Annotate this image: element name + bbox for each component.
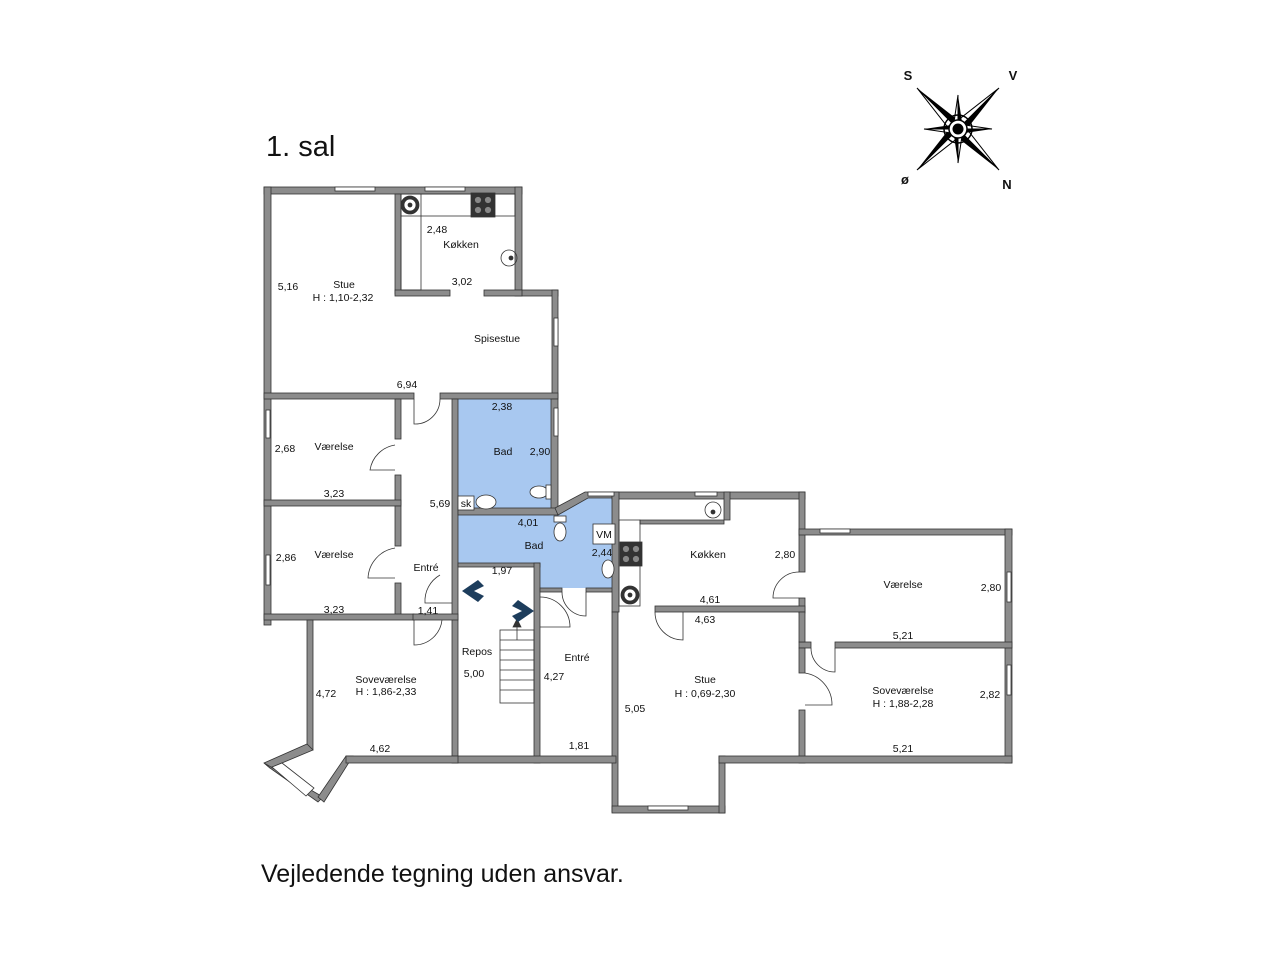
room-dimension: 5,05 xyxy=(625,703,646,715)
room-name: Værelse xyxy=(883,579,922,591)
room-dimension: 1,81 xyxy=(569,740,590,752)
room-dimension: 5,21 xyxy=(893,743,914,755)
sink-icon xyxy=(704,501,722,519)
room-name: Repos xyxy=(462,646,492,658)
room-height: H : 1,88-2,28 xyxy=(873,698,934,710)
room-dimension: 4,62 xyxy=(370,743,391,755)
chevron-right-icon xyxy=(512,600,534,622)
room-dimension: 2,44 xyxy=(592,547,613,559)
compass-label-top-right: V xyxy=(1009,68,1018,83)
fixtures xyxy=(400,192,722,607)
sink-icon xyxy=(500,249,518,267)
floor-title: 1. sal xyxy=(266,131,336,163)
entrance-arrows xyxy=(462,580,534,622)
room-name: Bad xyxy=(525,540,544,552)
room-height: H : 1,86-2,33 xyxy=(356,686,417,698)
room-dimension: 5,21 xyxy=(893,630,914,642)
room-name: Soveværelse xyxy=(872,685,933,697)
room-dimension: 1,97 xyxy=(492,565,513,577)
fan-icon xyxy=(620,585,640,605)
room-dimension: 2,82 xyxy=(980,689,1001,701)
room-name: Værelse xyxy=(314,441,353,453)
room-dimension: 4,61 xyxy=(700,594,721,606)
toilet-icon xyxy=(529,485,549,499)
room-dimension: 4,63 xyxy=(695,614,716,626)
washing-machine-box xyxy=(592,523,616,545)
room-dimension: 3,23 xyxy=(324,488,345,500)
shower-label: sk xyxy=(461,498,472,510)
compass-rose: S V ø N xyxy=(901,68,1018,192)
room-dimension: 1,41 xyxy=(418,605,439,617)
stove-icon xyxy=(619,541,643,567)
room-dimension: 4,27 xyxy=(544,671,565,683)
compass-label-top-left: S xyxy=(904,68,913,83)
room-dimension: 2,38 xyxy=(492,401,513,413)
walls xyxy=(263,186,1013,814)
room-dimension: 2,68 xyxy=(275,443,296,455)
toilet-icon xyxy=(553,522,567,542)
room-height: H : 0,69-2,30 xyxy=(675,688,736,700)
washing-machine-label: VM xyxy=(596,529,612,541)
windows xyxy=(265,186,1012,811)
room-dimension: 5,69 xyxy=(430,498,451,510)
room-dimension: 2,86 xyxy=(276,552,297,564)
compass-icon xyxy=(916,87,1000,171)
doors xyxy=(367,398,836,706)
compass-label-bottom-left: ø xyxy=(901,172,909,187)
bathroom-2-fill xyxy=(458,498,615,588)
room-dimension: 4,01 xyxy=(518,517,539,529)
room-dimension: 6,94 xyxy=(397,379,418,391)
fan-icon xyxy=(400,195,420,215)
room-name: Køkken xyxy=(690,549,726,561)
room-dimension: 2,90 xyxy=(530,446,551,458)
room-dimension: 2,80 xyxy=(775,549,796,561)
room-name: Entré xyxy=(413,562,438,574)
room-name: Værelse xyxy=(314,549,353,561)
room-name: Køkken xyxy=(443,239,479,251)
room-dimension: 3,02 xyxy=(452,276,473,288)
sink-icon xyxy=(601,559,615,579)
room-dimension: 5,00 xyxy=(464,668,485,680)
room-height: H : 1,10-2,32 xyxy=(313,292,374,304)
room-labels: Stue H : 1,10-2,32 5,16 Køkken 2,48 3,02… xyxy=(275,224,1002,755)
sink-icon xyxy=(475,494,497,510)
room-dimension: 3,23 xyxy=(324,604,345,616)
chevron-left-icon xyxy=(462,580,484,602)
room-name: Stue xyxy=(333,279,355,291)
room-dimension: 2,48 xyxy=(427,224,448,236)
room-name: Spisestue xyxy=(474,333,520,345)
room-dimension: 5,16 xyxy=(278,281,299,293)
room-dimension: 2,80 xyxy=(981,582,1002,594)
staircase xyxy=(499,618,535,704)
room-name: Entré xyxy=(564,652,589,664)
room-name: Stue xyxy=(694,674,716,686)
room-name: Soveværelse xyxy=(355,674,416,686)
disclaimer-text: Vejledende tegning uden ansvar. xyxy=(261,860,624,888)
room-name: Bad xyxy=(494,446,513,458)
stove-icon xyxy=(470,192,496,218)
compass-label-bottom-right: N xyxy=(1002,177,1011,192)
room-dimension: 4,72 xyxy=(316,688,337,700)
